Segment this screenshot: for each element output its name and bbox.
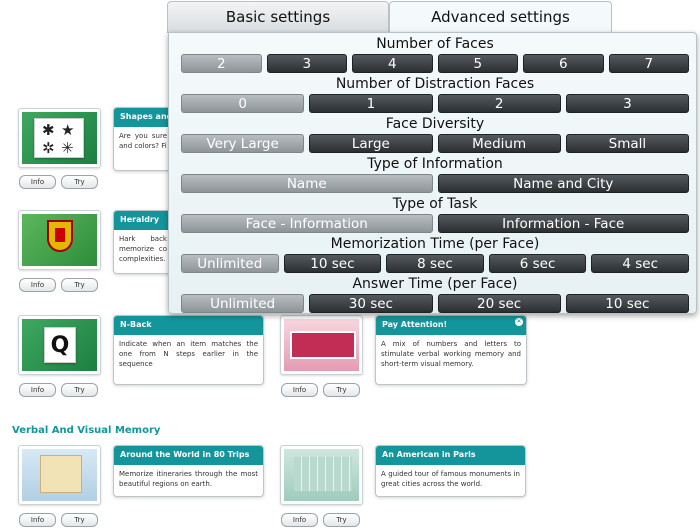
info-button[interactable]: Info [19, 175, 56, 189]
option-answer-20[interactable]: 20 sec [437, 294, 561, 313]
game-description-nback: N-Back Indicate when an item matches the… [113, 315, 264, 385]
game-title: N-Back [114, 316, 263, 335]
game-thumbnail-paris[interactable] [280, 445, 363, 505]
grid-board [290, 331, 356, 359]
info-button[interactable]: Info [281, 513, 318, 527]
letter-q: Q [50, 333, 70, 358]
info-button[interactable]: Info [19, 278, 56, 292]
setting-title: Number of Distraction Faces [335, 76, 535, 92]
game-title: Around the World in 80 Trips [114, 446, 263, 465]
game-description-shapes: Shapes and Are you sure and colors? Fi [113, 107, 173, 171]
option-memo-unlimited[interactable]: Unlimited [181, 254, 279, 273]
game-thumbnail-heraldry[interactable] [18, 210, 101, 270]
try-button[interactable]: Try [323, 383, 360, 397]
option-diversity-small[interactable]: Small [565, 134, 689, 153]
option-info-name-city[interactable]: Name and City [437, 174, 689, 193]
option-faces-2[interactable]: 2 [181, 54, 262, 73]
info-button[interactable]: Info [19, 513, 56, 527]
setting-type-of-task: Type of Task Face - Information Informat… [181, 195, 689, 233]
game-desc: A guided tour of famous monuments in gre… [381, 470, 520, 488]
setting-distraction-faces: Number of Distraction Faces 0 1 2 3 [181, 75, 689, 113]
setting-title: Face Diversity [385, 116, 485, 132]
option-diversity-very-large[interactable]: Very Large [181, 134, 305, 153]
game-thumbnail-shapes[interactable]: ✱ ★ ✲ ✳ [18, 108, 101, 168]
option-info-name[interactable]: Name [181, 174, 433, 193]
option-distraction-3[interactable]: 3 [565, 94, 689, 113]
close-icon[interactable]: ✕ [515, 318, 523, 326]
game-desc: Memorize itineraries through the most be… [119, 470, 258, 488]
option-distraction-1[interactable]: 1 [309, 94, 433, 113]
option-faces-5[interactable]: 5 [437, 54, 518, 73]
star-icon: ✲ [42, 139, 55, 157]
setting-title: Memorization Time (per Face) [330, 236, 540, 252]
game-title: An American in Paris [376, 446, 525, 465]
setting-title: Answer Time (per Face) [352, 276, 518, 292]
option-distraction-0[interactable]: 0 [181, 94, 305, 113]
game-description-heraldry: Heraldry Hark back memorize co complexit… [113, 210, 173, 274]
game-description-pay-attention: Pay Attention! ✕ A mix of numbers and le… [375, 315, 527, 385]
star-icon: ✳ [61, 139, 74, 157]
letter-card: Q [44, 327, 76, 363]
setting-memorization-time: Memorization Time (per Face) Unlimited 1… [181, 235, 689, 273]
city-grid [294, 457, 352, 491]
option-faces-7[interactable]: 7 [608, 54, 689, 73]
setting-face-diversity: Face Diversity Very Large Large Medium S… [181, 115, 689, 153]
section-title: Verbal And Visual Memory [12, 425, 161, 436]
option-memo-8[interactable]: 8 sec [386, 254, 484, 273]
shield-icon [47, 220, 73, 252]
tab-basic-settings[interactable]: Basic settings [167, 1, 389, 33]
setting-number-of-faces: Number of Faces 2 3 4 5 6 7 [181, 35, 689, 73]
try-button[interactable]: Try [61, 175, 98, 189]
try-button[interactable]: Try [323, 513, 360, 527]
setting-title: Type of Information [367, 156, 503, 172]
game-thumbnail-around-world[interactable] [18, 445, 101, 505]
game-thumbnail-nback[interactable]: Q [18, 315, 101, 375]
try-button[interactable]: Try [61, 383, 98, 397]
option-answer-30[interactable]: 30 sec [309, 294, 433, 313]
shapes-card: ✱ ★ ✲ ✳ [34, 118, 84, 158]
tab-advanced-settings[interactable]: Advanced settings [389, 1, 612, 33]
game-desc: Hark back memorize co complexities. [119, 235, 167, 263]
option-distraction-2[interactable]: 2 [437, 94, 561, 113]
star-icon: ✱ [42, 121, 55, 139]
setting-answer-time: Answer Time (per Face) Unlimited 30 sec … [181, 275, 689, 313]
option-memo-10[interactable]: 10 sec [283, 254, 382, 273]
map-image [40, 455, 82, 493]
setting-title: Number of Faces [376, 36, 494, 52]
try-button[interactable]: Try [61, 278, 98, 292]
option-faces-3[interactable]: 3 [266, 54, 347, 73]
advanced-settings-panel: Number of Faces 2 3 4 5 6 7 Number of Di… [168, 32, 697, 314]
game-title: Heraldry [114, 211, 172, 230]
setting-type-of-information: Type of Information Name Name and City [181, 155, 689, 193]
star-icon: ★ [61, 121, 75, 139]
game-description-paris: An American in Paris A guided tour of fa… [375, 445, 526, 497]
option-faces-6[interactable]: 6 [523, 54, 604, 73]
setting-title: Type of Task [392, 196, 478, 212]
try-button[interactable]: Try [61, 513, 98, 527]
option-memo-6[interactable]: 6 sec [488, 254, 587, 273]
game-desc: Indicate when an item matches the one fr… [119, 340, 258, 368]
option-task-info-face[interactable]: Information - Face [437, 214, 689, 233]
game-description-around-world: Around the World in 80 Trips Memorize it… [113, 445, 264, 497]
game-desc: A mix of numbers and letters to stimulat… [381, 340, 521, 368]
game-desc: Are you sure and colors? Fi [119, 132, 167, 150]
option-faces-4[interactable]: 4 [352, 54, 433, 73]
option-diversity-medium[interactable]: Medium [437, 134, 561, 153]
game-thumbnail-pay-attention[interactable] [280, 315, 363, 375]
game-title: Shapes and [114, 108, 172, 127]
option-diversity-large[interactable]: Large [309, 134, 433, 153]
option-answer-10[interactable]: 10 sec [565, 294, 689, 313]
option-answer-unlimited[interactable]: Unlimited [181, 294, 305, 313]
option-memo-4[interactable]: 4 sec [591, 254, 689, 273]
game-title: Pay Attention! [376, 316, 526, 335]
info-button[interactable]: Info [19, 383, 56, 397]
option-task-face-info[interactable]: Face - Information [181, 214, 433, 233]
info-button[interactable]: Info [281, 383, 318, 397]
